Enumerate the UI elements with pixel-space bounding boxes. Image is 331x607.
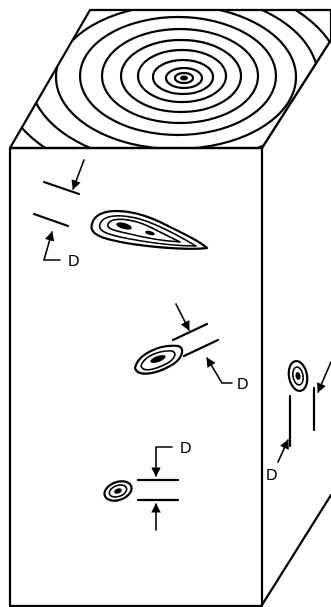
dimension-label-d: D xyxy=(68,253,80,270)
side-knot-dimension: D xyxy=(266,361,331,484)
oval-knot-dimension: D xyxy=(171,303,249,393)
round-knot xyxy=(103,480,133,502)
spike-knot-dimension: D xyxy=(32,159,85,270)
oval-knot xyxy=(133,344,184,375)
dimension-label-d: D xyxy=(180,440,192,457)
side-face xyxy=(260,38,331,150)
timber-block xyxy=(8,8,331,607)
side-knot xyxy=(287,360,309,392)
dimension-label-d: D xyxy=(237,376,249,393)
round-knot-dimension: D xyxy=(136,440,192,531)
end-grain-face xyxy=(8,8,331,150)
spike-knot xyxy=(90,209,209,250)
dimension-label-d: D xyxy=(266,467,278,484)
growth-rings xyxy=(10,10,331,148)
side-face-bottom xyxy=(260,493,331,607)
front-face xyxy=(8,146,264,607)
